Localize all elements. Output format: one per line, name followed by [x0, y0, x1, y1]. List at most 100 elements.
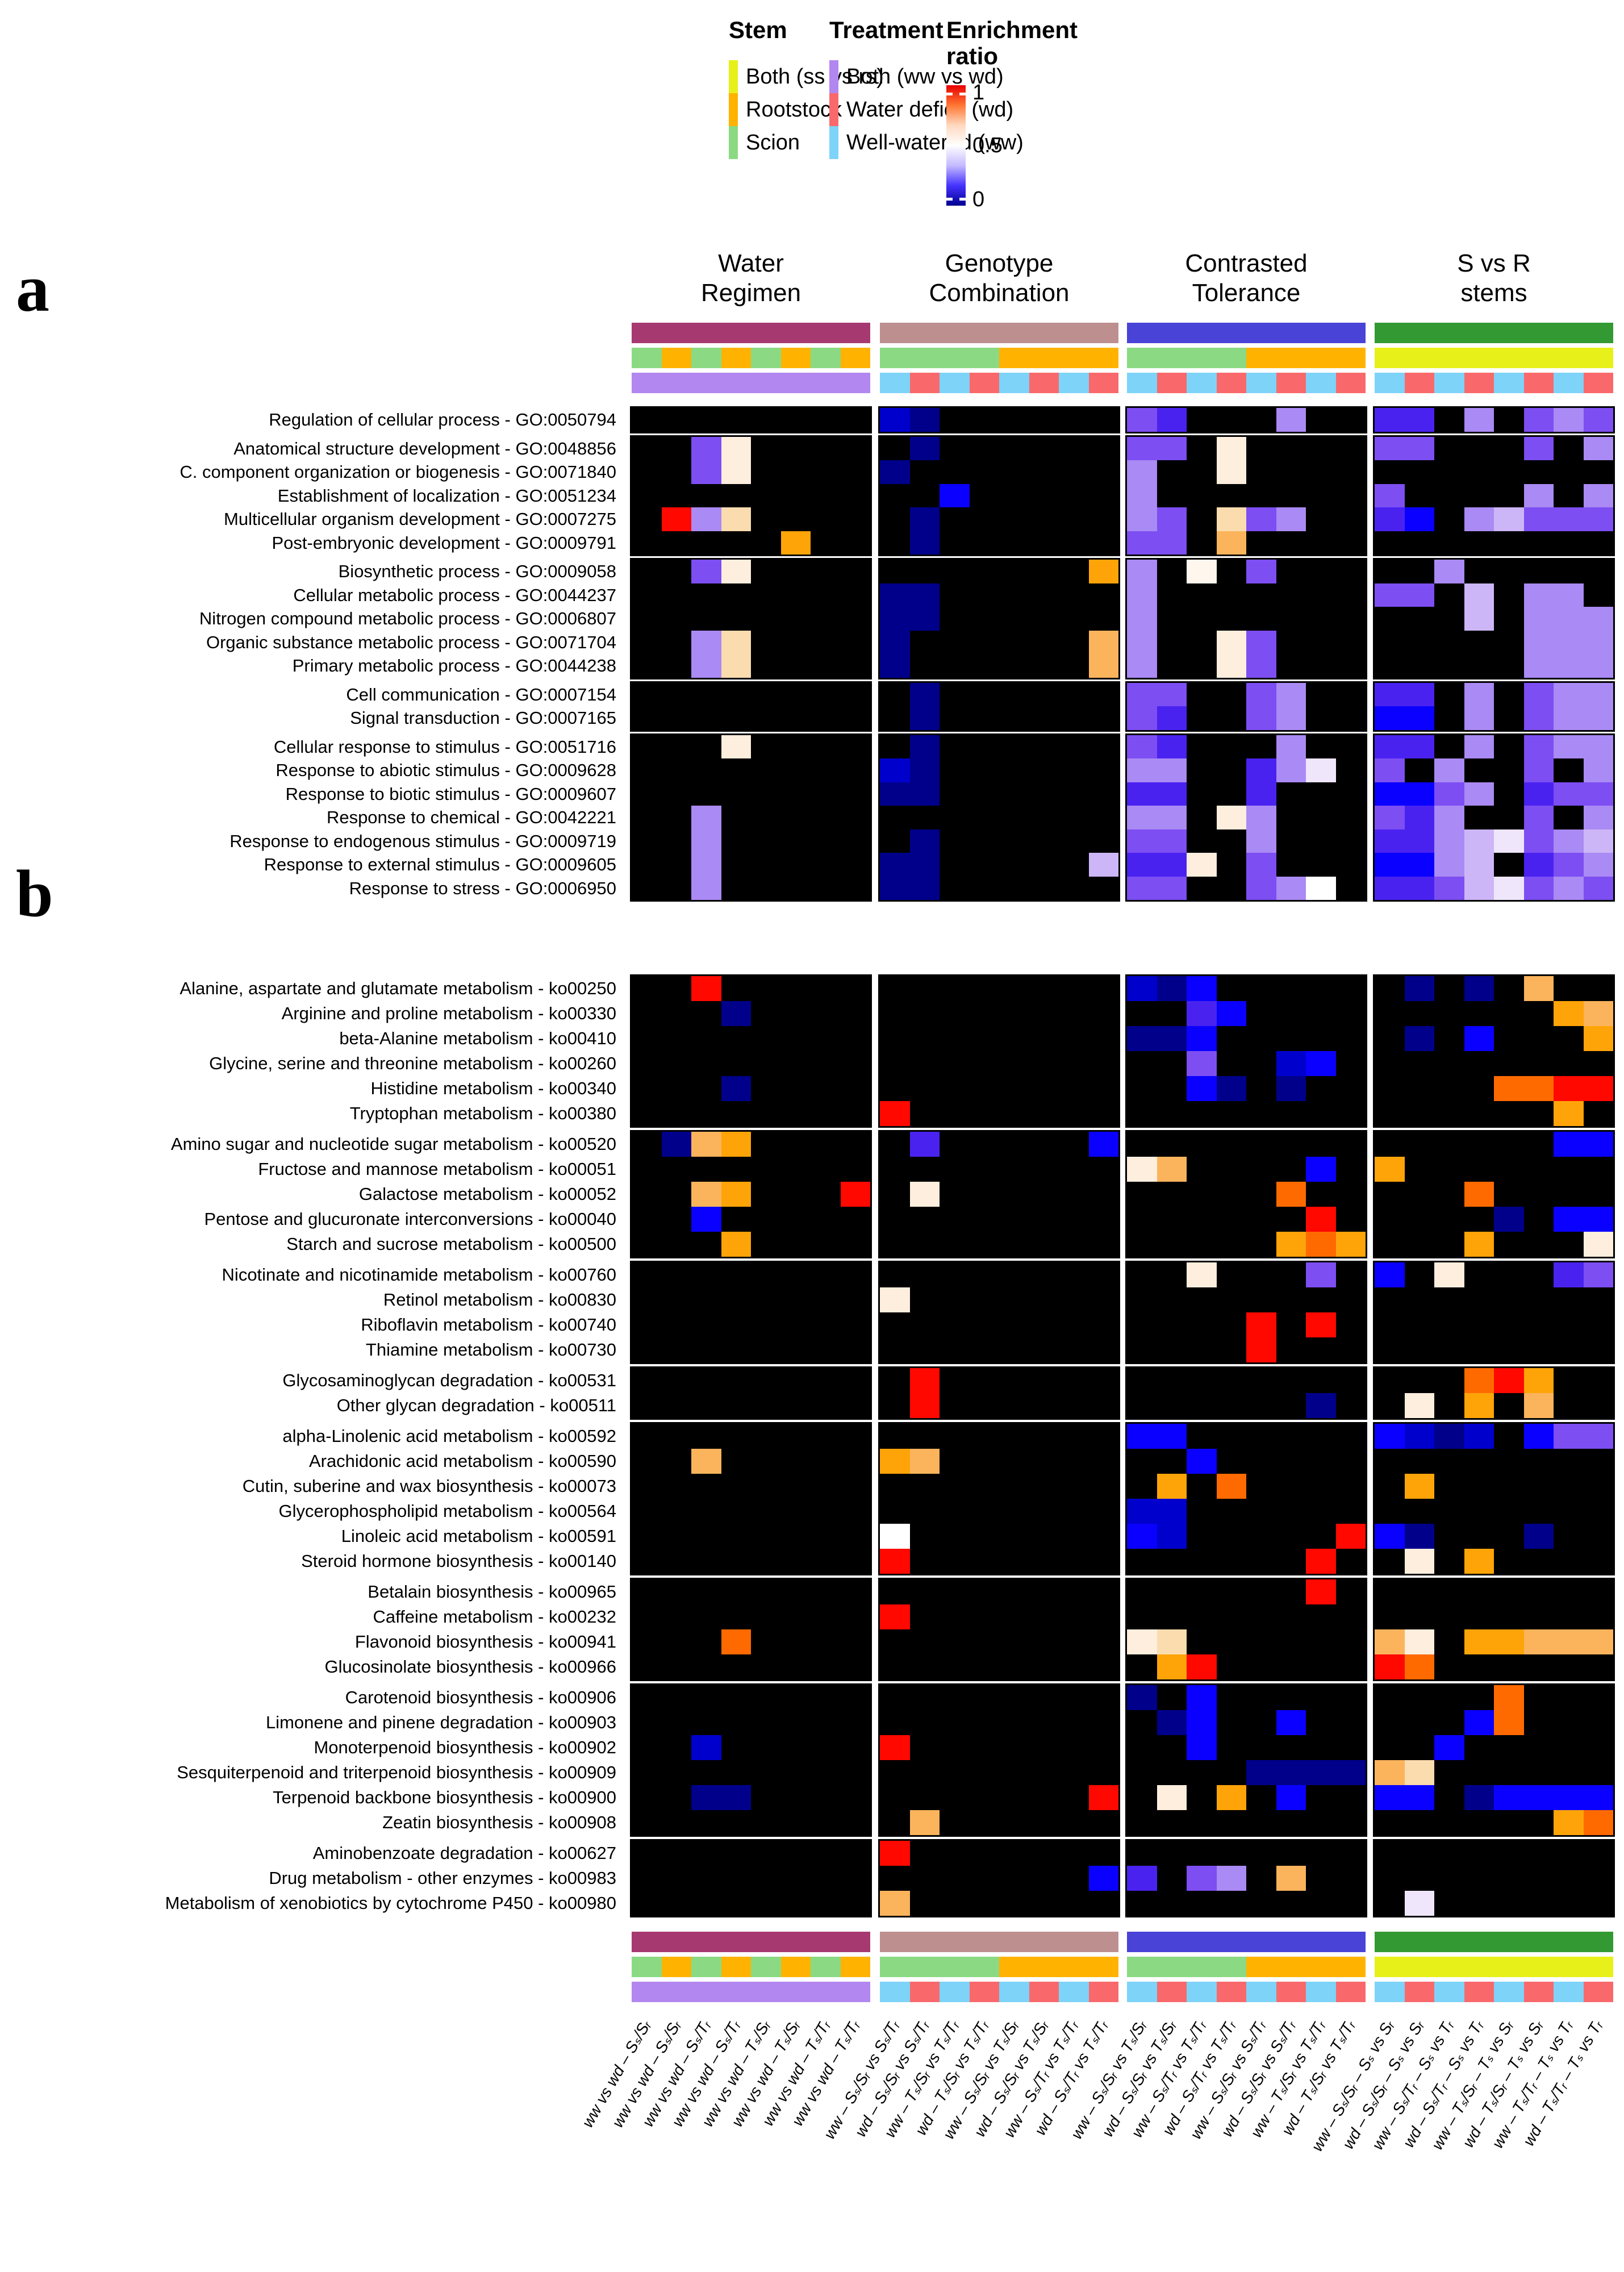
- heatmap-cell: [1434, 758, 1464, 782]
- stem-segment-rootstock: [661, 1957, 691, 1977]
- heatmap-cell: [661, 507, 691, 531]
- treatment-segment-ww: [1554, 373, 1584, 393]
- row-label: Drug metabolism - other enzymes - ko0098…: [269, 1868, 616, 1888]
- heatmap-cell: [691, 876, 721, 900]
- heatmap-block-b-g2: [878, 1422, 1120, 1575]
- heatmap-cell: [1127, 1866, 1157, 1891]
- heatmap-cell: [1157, 436, 1187, 460]
- heatmap-cell: [691, 1207, 721, 1232]
- heatmap-cell: [1583, 483, 1613, 507]
- heatmap-block-b-g4: [1373, 1422, 1615, 1575]
- heatmap-cell: [1157, 806, 1187, 829]
- heatmap-cell: [1554, 1101, 1584, 1126]
- heatmap-cell: [1127, 1157, 1157, 1182]
- row-label: Establishment of localization - GO:00512…: [277, 485, 616, 506]
- heatmap-cell: [909, 436, 940, 460]
- heatmap-cell: [1554, 630, 1584, 654]
- heatmap-cell: [1187, 1685, 1217, 1710]
- heatmap-cell: [1404, 735, 1434, 758]
- heatmap-cell: [721, 560, 751, 583]
- treatment-segment-ww: [1187, 373, 1217, 393]
- heatmap-cell: [1464, 706, 1494, 730]
- heatmap-cell: [909, 682, 940, 706]
- treatment-segment-both: [751, 1982, 781, 2002]
- heatmap-cell: [691, 436, 721, 460]
- heatmap-cell: [909, 1132, 940, 1157]
- heatmap-cell: [1554, 583, 1584, 607]
- stem-segment-both: [1375, 1957, 1405, 1977]
- stem-segment-rootstock: [1029, 1957, 1059, 1977]
- heatmap-cell: [1375, 1262, 1405, 1287]
- colorbar-tick-05: 0.5: [972, 134, 1003, 157]
- annotation-bar-stem-top-g3: [1127, 348, 1366, 368]
- heatmap-cell: [1434, 782, 1464, 806]
- heatmap-block-b-g1: [630, 1130, 872, 1258]
- heatmap-cell: [1157, 829, 1187, 853]
- heatmap-cell: [1494, 1629, 1524, 1654]
- row-label: Riboflavin metabolism - ko00740: [361, 1315, 616, 1335]
- heatmap-cell: [880, 1549, 910, 1574]
- row-label: Betalain biosynthesis - ko00965: [368, 1582, 616, 1602]
- heatmap-cell: [1306, 1393, 1336, 1418]
- heatmap-cell: [1157, 682, 1187, 706]
- heatmap-cell: [1088, 630, 1118, 654]
- heatmap-cell: [1127, 1685, 1157, 1710]
- heatmap-cell: [1246, 654, 1276, 678]
- treatment-segment-wd: [1464, 373, 1494, 393]
- row-label: C. component organization or biogenesis …: [179, 462, 616, 482]
- annotation-bar-category-bottom-g4: [1375, 1932, 1613, 1952]
- heatmap-cell: [1216, 507, 1246, 531]
- heatmap-cell: [1127, 782, 1157, 806]
- heatmap-block-b-g1: [630, 1422, 872, 1575]
- heatmap-cell: [1216, 1474, 1246, 1499]
- heatmap-cell: [1246, 782, 1276, 806]
- heatmap-cell: [1464, 1026, 1494, 1051]
- heatmap-cell: [1375, 1760, 1405, 1785]
- treatment-segment-ww: [1306, 1982, 1336, 2002]
- row-label: Flavonoid biosynthesis - ko00941: [354, 1632, 616, 1652]
- annotation-bar-category-top-g2: [880, 323, 1118, 343]
- treatment-segment-wd: [909, 1982, 940, 2002]
- heatmap-cell: [1335, 1524, 1366, 1549]
- heatmap-cell: [1434, 876, 1464, 900]
- heatmap-cell: [880, 583, 910, 607]
- heatmap-cell: [1464, 735, 1494, 758]
- heatmap-cell: [1404, 1654, 1434, 1679]
- treatment-segment-wd: [1523, 1982, 1554, 2002]
- annotation-bar-category-bottom-g1: [632, 1932, 870, 1952]
- row-label: Post-embryonic development - GO:0009791: [272, 532, 616, 553]
- heatmap-cell: [1306, 876, 1336, 900]
- heatmap-cell: [880, 1101, 910, 1126]
- heatmap-cell: [1375, 706, 1405, 730]
- heatmap-cell: [1554, 654, 1584, 678]
- stem-segment-scion: [1127, 1957, 1157, 1977]
- heatmap-block-b-g2: [878, 1130, 1120, 1258]
- legend-stem-item: Both (ss vs rs): [729, 60, 956, 93]
- heatmap-cell: [1127, 876, 1157, 900]
- treatment-segment-wd: [1404, 373, 1434, 393]
- heatmap-cell: [1127, 1524, 1157, 1549]
- heatmap-cell: [909, 583, 940, 607]
- heatmap-cell: [1375, 782, 1405, 806]
- stem-segment-rootstock: [840, 1957, 870, 1977]
- stem-segment-scion: [691, 1957, 721, 1977]
- heatmap-block-a-g3: [1125, 681, 1367, 732]
- heatmap-cell: [691, 630, 721, 654]
- stem-segment-rootstock: [999, 348, 1029, 368]
- heatmap-cell: [1276, 1076, 1306, 1101]
- heatmap-block-b-g4: [1373, 1366, 1615, 1420]
- treatment-segment-both: [691, 1982, 721, 2002]
- heatmap-cell: [1464, 1710, 1494, 1735]
- heatmap-cell: [1127, 806, 1157, 829]
- heatmap-cell: [1306, 1207, 1336, 1232]
- heatmap-cell: [1276, 1785, 1306, 1810]
- heatmap-cell: [1306, 758, 1336, 782]
- heatmap-cell: [1554, 607, 1584, 631]
- heatmap-cell: [1375, 876, 1405, 900]
- legend-treatment-label: Both (ww vs wd): [846, 64, 1004, 89]
- heatmap-cell: [1187, 853, 1217, 877]
- heatmap-cell: [1157, 507, 1187, 531]
- stem-segment-rootstock: [1276, 348, 1306, 368]
- heatmap-cell: [1523, 654, 1554, 678]
- heatmap-cell: [1127, 483, 1157, 507]
